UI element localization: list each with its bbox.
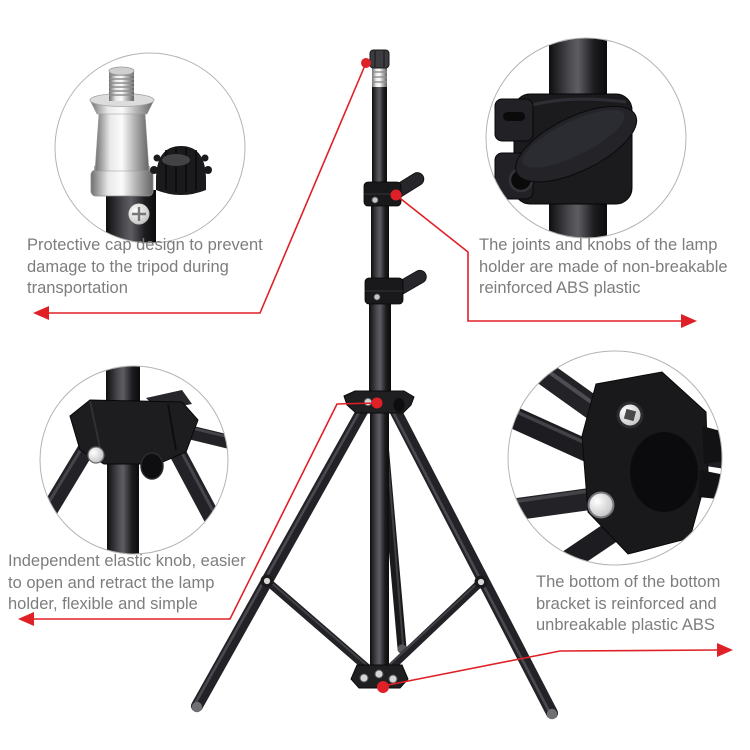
- bottom-bracket-detail-photo: [508, 351, 722, 565]
- connector-bottom-bracket: [377, 643, 733, 693]
- arrowhead-left-icon: [33, 306, 49, 320]
- tripod-column-section-2: [371, 202, 389, 282]
- tripod-struts: [260, 574, 488, 676]
- annotation-line: The joints and knobs of the lamp: [479, 236, 718, 254]
- target-dot: [390, 189, 402, 201]
- connector-joints-knobs: [390, 189, 697, 328]
- protective-cap-detail-photo: [89, 66, 212, 243]
- callout-circle-clamp-knob: [485, 37, 687, 239]
- tripod-column-section-1: [372, 85, 387, 185]
- callout-circle-leg-bracket: [39, 365, 229, 555]
- callout-circle-bottom-bracket: [507, 350, 723, 566]
- leg-bracket-detail-photo: [40, 366, 228, 554]
- tripod-protective-cap: [369, 49, 390, 69]
- target-dot: [371, 397, 383, 409]
- arrowhead-right-icon: [717, 643, 733, 657]
- annotation-line: unbreakable plastic ABS: [536, 616, 715, 634]
- annotation-line: holder are made of non-breakable: [479, 257, 728, 276]
- tripod-column-section-3: [369, 300, 391, 396]
- tripod-right-leg: [387, 400, 558, 720]
- annotation-line: Independent elastic knob, easier: [8, 552, 246, 570]
- tripod-lower-column: [370, 404, 389, 676]
- tripod-bottom-bracket: [350, 664, 409, 689]
- connector-protective-cap: [33, 58, 371, 320]
- arrowhead-right-icon: [681, 314, 697, 328]
- connector-elastic-knob: [18, 397, 383, 626]
- annotation-elastic-knob: Independent elastic knob, easier to open…: [8, 551, 246, 616]
- callout-circle-protective-cap: [54, 52, 246, 244]
- annotation-line: transportation: [27, 279, 128, 297]
- annotation-line: The bottom of the bottom: [536, 573, 721, 591]
- annotation-protective-cap: Protective cap design to prevent damage …: [27, 235, 263, 300]
- annotation-joints-knobs: The joints and knobs of the lamp holder …: [479, 235, 728, 300]
- annotation-line: holder, flexible and simple: [8, 595, 198, 613]
- target-dot: [361, 58, 371, 68]
- tripod-clamp-knob-2: [364, 269, 427, 305]
- annotation-bottom-bracket: The bottom of the bottom bracket is rein…: [536, 572, 720, 637]
- tripod-left-leg: [191, 400, 371, 713]
- annotation-line: reinforced ABS plastic: [479, 279, 641, 297]
- arrowhead-left-icon: [18, 612, 34, 626]
- annotation-line: to open and retract the lamp: [8, 573, 215, 592]
- tripod-spigot: [372, 66, 387, 87]
- clamp-knob-detail-photo: [494, 38, 638, 238]
- annotation-line: Protective cap design to prevent: [27, 236, 263, 254]
- annotation-line: bracket is reinforced and: [536, 594, 717, 613]
- annotation-line: damage to the tripod during: [27, 257, 229, 276]
- tripod-stand: [191, 49, 558, 720]
- target-dot: [377, 681, 389, 693]
- callout-connectors: [18, 58, 733, 693]
